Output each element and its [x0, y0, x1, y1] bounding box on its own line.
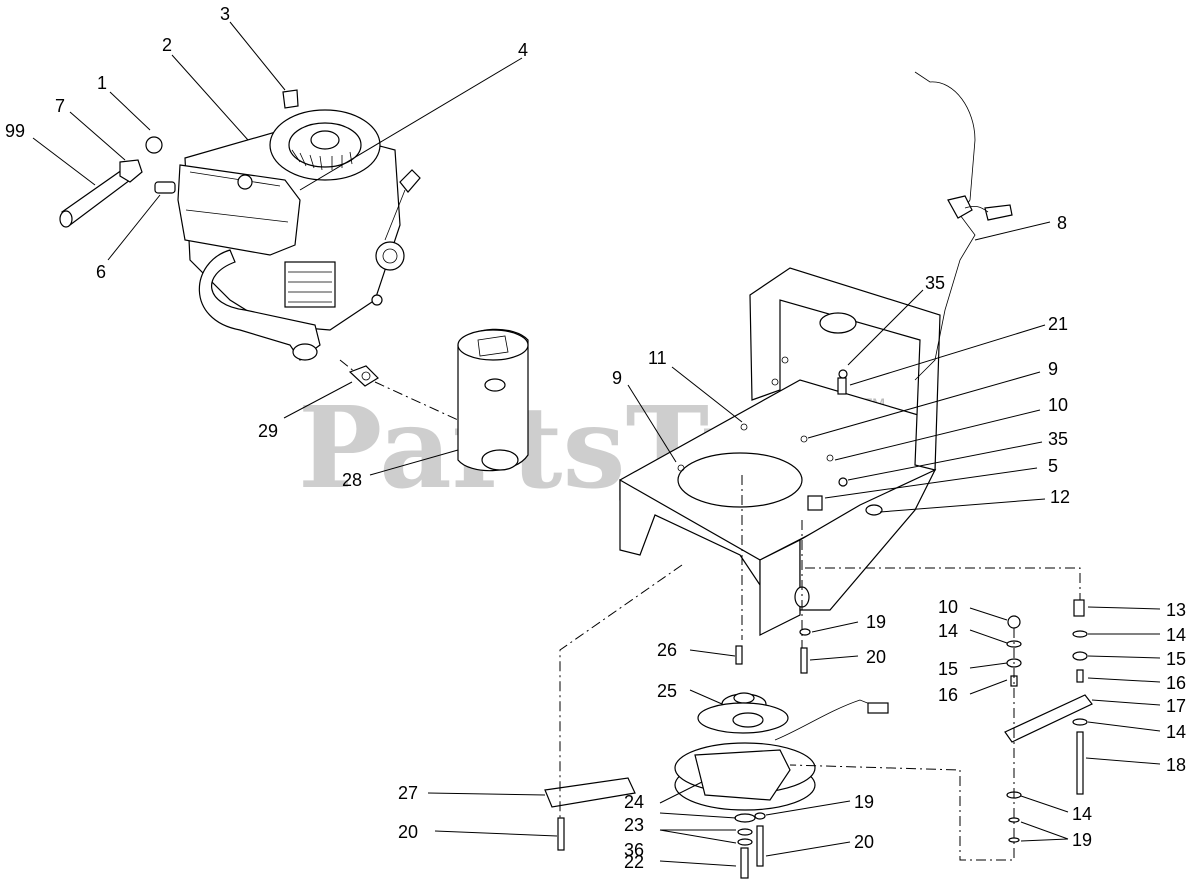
callout-18: 18: [1166, 755, 1186, 775]
callout-20-left: 20: [398, 822, 418, 842]
callout-3: 3: [220, 4, 230, 24]
callout-29: 29: [258, 421, 278, 441]
centerlines: [339, 359, 1081, 861]
fuel-fittings: [59, 136, 176, 228]
callout-labels: 99 1 7 2 3 4 6 8 35 21 11 9 9 10 35 5 12…: [5, 4, 1186, 872]
part-8-wire-harness: [914, 71, 1013, 381]
callout-8: 8: [1057, 213, 1067, 233]
callout-1: 1: [97, 73, 107, 93]
callout-13: 13: [1166, 600, 1186, 620]
callout-26: 26: [657, 640, 677, 660]
callout-14-right-upper: 14: [1166, 625, 1186, 645]
callout-5: 5: [1048, 456, 1058, 476]
callout-99: 99: [5, 121, 25, 141]
callout-21: 21: [1048, 314, 1068, 334]
part-27-bracket: [544, 777, 636, 808]
callout-19-frame: 19: [866, 612, 886, 632]
callout-4: 4: [518, 40, 528, 60]
callout-35-lower: 35: [1048, 429, 1068, 449]
part-28-muffler: [457, 328, 529, 472]
frame-bolt-19-20: [799, 628, 811, 674]
engine-assembly: [177, 109, 421, 361]
leader-lines: [32, 21, 1161, 867]
callout-35-upper: 35: [925, 273, 945, 293]
callout-16-left: 16: [938, 685, 958, 705]
callout-9-left: 9: [612, 368, 622, 388]
callout-15-right: 15: [1166, 649, 1186, 669]
callout-11: 11: [648, 348, 667, 368]
callout-20-clutch: 20: [854, 832, 874, 852]
callout-7: 7: [55, 96, 65, 116]
callout-14-right-lower: 14: [1166, 722, 1186, 742]
callout-14-left: 14: [938, 621, 958, 641]
callout-27: 27: [398, 783, 418, 803]
callout-23: 23: [624, 815, 644, 835]
callout-24: 24: [624, 792, 644, 812]
callout-15-left: 15: [938, 659, 958, 679]
callout-16-right: 16: [1166, 673, 1186, 693]
idler-hardware: [1004, 599, 1093, 843]
callout-12: 12: [1050, 487, 1070, 507]
part-29-clamp: [348, 365, 379, 387]
callout-2: 2: [162, 35, 172, 55]
callout-10-upper: 10: [1048, 395, 1068, 415]
pto-clutch-assembly: [674, 645, 889, 879]
callout-6: 6: [96, 262, 106, 282]
part-20-bolt-left: [557, 817, 565, 851]
callout-19-clutch: 19: [854, 792, 874, 812]
callout-22: 22: [624, 852, 644, 872]
callout-9-right: 9: [1048, 359, 1058, 379]
callout-10-lower: 10: [938, 597, 958, 617]
callout-14-bottom: 14: [1072, 804, 1092, 824]
callout-25: 25: [657, 681, 677, 701]
callout-36: 36: [624, 840, 644, 860]
callout-17: 17: [1166, 696, 1186, 716]
callout-20-frame: 20: [866, 647, 886, 667]
part-3-clip: [282, 89, 299, 109]
callout-28: 28: [342, 470, 362, 490]
callout-19-bottom: 19: [1072, 830, 1092, 850]
mower-frame: [619, 267, 941, 636]
